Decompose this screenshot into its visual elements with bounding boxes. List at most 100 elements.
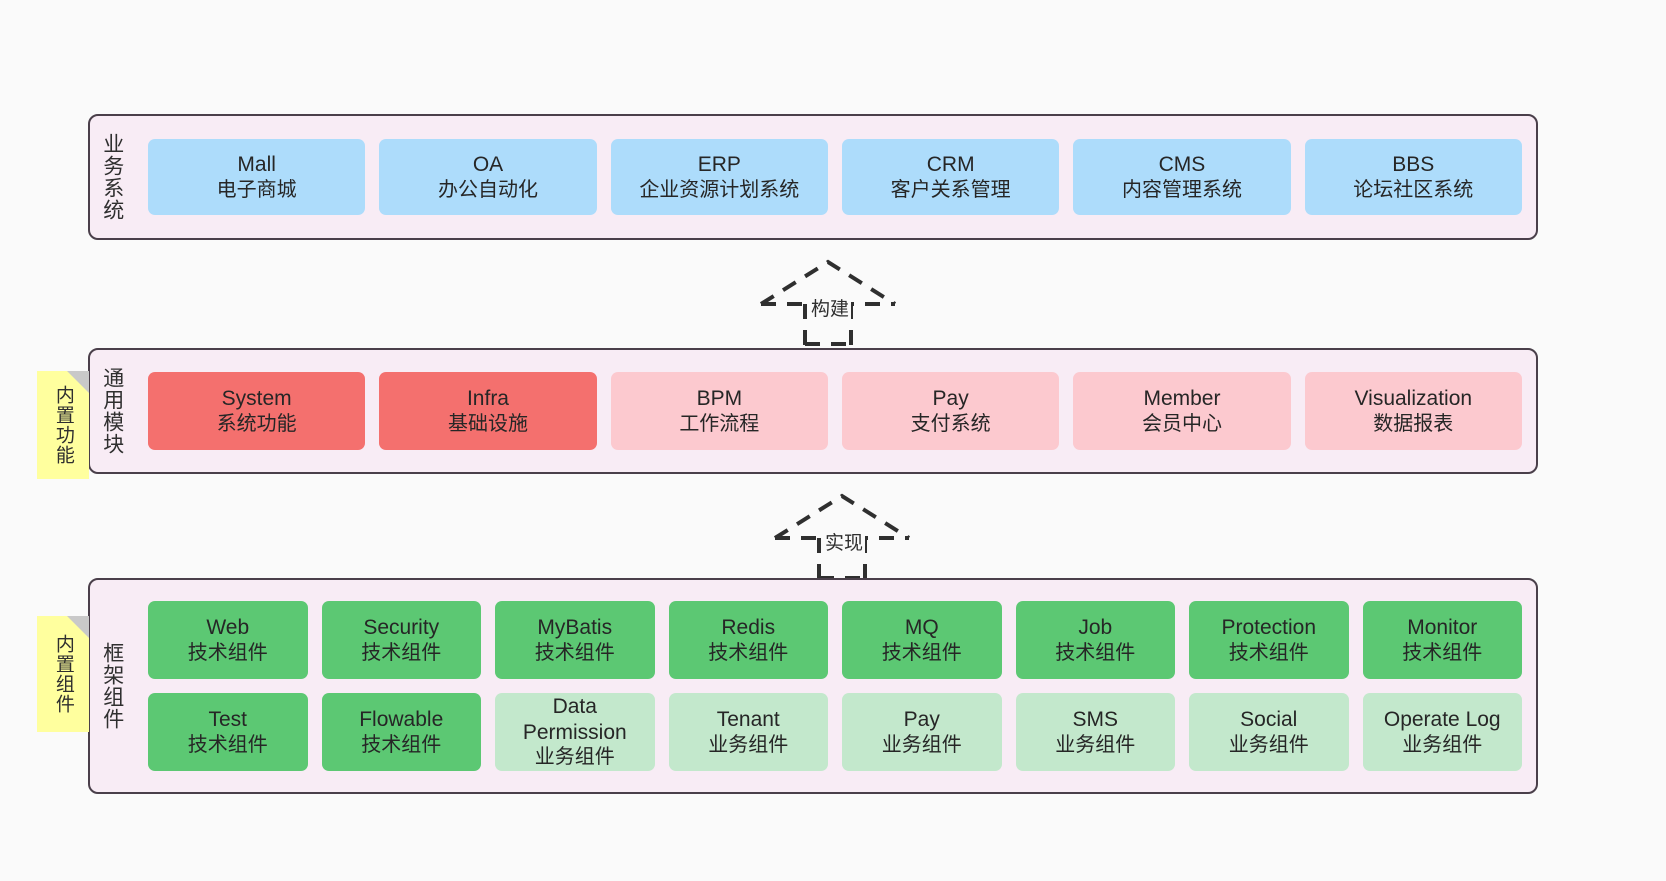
layer-business-system: 业务系统 Mall 电子商城 OA 办公自动化 ERP 企业资源计划系统 CRM… bbox=[88, 114, 1538, 240]
card-desc: 电子商城 bbox=[216, 178, 297, 201]
card-bpm[interactable]: BPM 工作流程 bbox=[610, 372, 828, 450]
card-desc: 技术组件 bbox=[187, 641, 268, 664]
card-title: Security bbox=[363, 616, 440, 639]
card-title: Social bbox=[1240, 708, 1298, 731]
card-pay-module[interactable]: Pay 支付系统 bbox=[841, 372, 1060, 450]
card-title: Operate Log bbox=[1383, 708, 1501, 731]
card-data-permission[interactable]: Data Permission 业务组件 bbox=[495, 693, 655, 771]
card-desc: 数据报表 bbox=[1373, 412, 1454, 435]
card-desc: 技术组件 bbox=[708, 641, 789, 664]
card-title: Tenant bbox=[716, 708, 780, 731]
card-title: BBS bbox=[1392, 153, 1435, 176]
framework-row-business: Test 技术组件 Flowable 技术组件 Data Permission … bbox=[148, 693, 1522, 771]
card-desc: 技术组件 bbox=[361, 641, 442, 664]
layer-common-module: 通用模块 System 系统功能 Infra 基础设施 BPM 工作流程 Pay… bbox=[88, 348, 1538, 474]
card-crm[interactable]: CRM 客户关系管理 bbox=[841, 139, 1060, 215]
card-desc: 技术组件 bbox=[361, 733, 442, 756]
layer-body-common-module: System 系统功能 Infra 基础设施 BPM 工作流程 Pay 支付系统… bbox=[134, 350, 1536, 472]
card-title: Data Permission bbox=[522, 695, 627, 744]
connector-label-build: 构建 bbox=[809, 294, 852, 321]
card-desc: 系统功能 bbox=[216, 412, 297, 435]
card-desc: 企业资源计划系统 bbox=[639, 178, 800, 201]
card-cms[interactable]: CMS 内容管理系统 bbox=[1073, 139, 1291, 215]
card-title: Pay bbox=[932, 387, 969, 410]
card-protection[interactable]: Protection 技术组件 bbox=[1189, 601, 1349, 679]
card-title: BPM bbox=[696, 387, 743, 410]
card-erp[interactable]: ERP 企业资源计划系统 bbox=[610, 139, 828, 215]
card-tenant[interactable]: Tenant 业务组件 bbox=[668, 693, 828, 771]
card-member[interactable]: Member 会员中心 bbox=[1073, 372, 1291, 450]
layer-body-business-system: Mall 电子商城 OA 办公自动化 ERP 企业资源计划系统 CRM 客户关系… bbox=[134, 116, 1536, 238]
card-title: Pay bbox=[903, 708, 940, 731]
card-oa[interactable]: OA 办公自动化 bbox=[379, 139, 597, 215]
card-infra[interactable]: Infra 基础设施 bbox=[379, 372, 597, 450]
card-title: Flowable bbox=[359, 708, 444, 731]
card-monitor[interactable]: Monitor 技术组件 bbox=[1362, 601, 1522, 679]
card-web[interactable]: Web 技术组件 bbox=[148, 601, 308, 679]
card-mall[interactable]: Mall 电子商城 bbox=[148, 139, 366, 215]
card-title: System bbox=[221, 387, 292, 410]
card-social[interactable]: Social 业务组件 bbox=[1189, 693, 1349, 771]
card-bbs[interactable]: BBS 论坛社区系统 bbox=[1304, 139, 1522, 215]
layer-body-framework-component: Web 技术组件 Security 技术组件 MyBatis 技术组件 Redi… bbox=[134, 580, 1536, 792]
card-desc: 技术组件 bbox=[1055, 641, 1136, 664]
card-title: CRM bbox=[926, 153, 975, 176]
card-title: Infra bbox=[466, 387, 509, 410]
note-fold-icon bbox=[67, 371, 89, 393]
card-desc: 内容管理系统 bbox=[1121, 178, 1242, 201]
sticky-note-builtin-function: 内置功能 bbox=[37, 371, 89, 479]
card-title: SMS bbox=[1072, 708, 1118, 731]
card-title: CMS bbox=[1158, 153, 1206, 176]
note-fold-icon bbox=[67, 616, 89, 638]
card-desc: 技术组件 bbox=[1228, 641, 1309, 664]
card-desc: 工作流程 bbox=[679, 412, 760, 435]
card-desc: 业务组件 bbox=[1055, 733, 1136, 756]
card-desc: 业务组件 bbox=[881, 733, 962, 756]
card-title: OA bbox=[472, 153, 504, 176]
card-title: Job bbox=[1078, 616, 1113, 639]
card-desc: 业务组件 bbox=[708, 733, 789, 756]
card-desc: 基础设施 bbox=[447, 412, 528, 435]
layer-title-framework-component: 框架组件 bbox=[100, 642, 124, 730]
card-job[interactable]: Job 技术组件 bbox=[1015, 601, 1175, 679]
card-desc: 技术组件 bbox=[534, 641, 615, 664]
card-title: MQ bbox=[904, 616, 939, 639]
card-desc: 技术组件 bbox=[881, 641, 962, 664]
card-desc: 业务组件 bbox=[1402, 733, 1483, 756]
framework-row-technical: Web 技术组件 Security 技术组件 MyBatis 技术组件 Redi… bbox=[148, 601, 1522, 679]
card-desc: 会员中心 bbox=[1141, 412, 1222, 435]
card-desc: 办公自动化 bbox=[437, 178, 538, 201]
card-system[interactable]: System 系统功能 bbox=[148, 372, 366, 450]
card-desc: 客户关系管理 bbox=[890, 178, 1011, 201]
card-operate-log[interactable]: Operate Log 业务组件 bbox=[1362, 693, 1522, 771]
card-desc: 论坛社区系统 bbox=[1353, 178, 1474, 201]
connector-build: 构建 bbox=[757, 258, 899, 346]
card-security[interactable]: Security 技术组件 bbox=[321, 601, 481, 679]
card-pay-component[interactable]: Pay 业务组件 bbox=[842, 693, 1002, 771]
card-sms[interactable]: SMS 业务组件 bbox=[1015, 693, 1175, 771]
card-title: Redis bbox=[721, 616, 776, 639]
card-desc: 技术组件 bbox=[187, 733, 268, 756]
sticky-note-label: 内置组件 bbox=[52, 634, 74, 714]
card-mybatis[interactable]: MyBatis 技术组件 bbox=[495, 601, 655, 679]
card-title: Member bbox=[1143, 387, 1221, 410]
sticky-note-label: 内置功能 bbox=[52, 385, 74, 465]
card-flowable[interactable]: Flowable 技术组件 bbox=[321, 693, 481, 771]
layer-framework-component: 框架组件 Web 技术组件 Security 技术组件 MyBatis 技术组件… bbox=[88, 578, 1538, 794]
card-visualization[interactable]: Visualization 数据报表 bbox=[1304, 372, 1522, 450]
card-desc: 业务组件 bbox=[534, 746, 615, 769]
card-title: MyBatis bbox=[537, 616, 613, 639]
card-title: Web bbox=[206, 616, 250, 639]
card-test[interactable]: Test 技术组件 bbox=[148, 693, 308, 771]
layer-title-business-system: 业务系统 bbox=[100, 133, 124, 221]
card-title: Monitor bbox=[1407, 616, 1478, 639]
card-mq[interactable]: MQ 技术组件 bbox=[842, 601, 1002, 679]
card-title: Visualization bbox=[1354, 387, 1473, 410]
card-title: ERP bbox=[697, 153, 741, 176]
card-redis[interactable]: Redis 技术组件 bbox=[668, 601, 828, 679]
layer-title-common-module: 通用模块 bbox=[100, 367, 124, 455]
card-title: Mall bbox=[237, 153, 276, 176]
card-title: Protection bbox=[1221, 616, 1317, 639]
card-title: Test bbox=[208, 708, 247, 731]
